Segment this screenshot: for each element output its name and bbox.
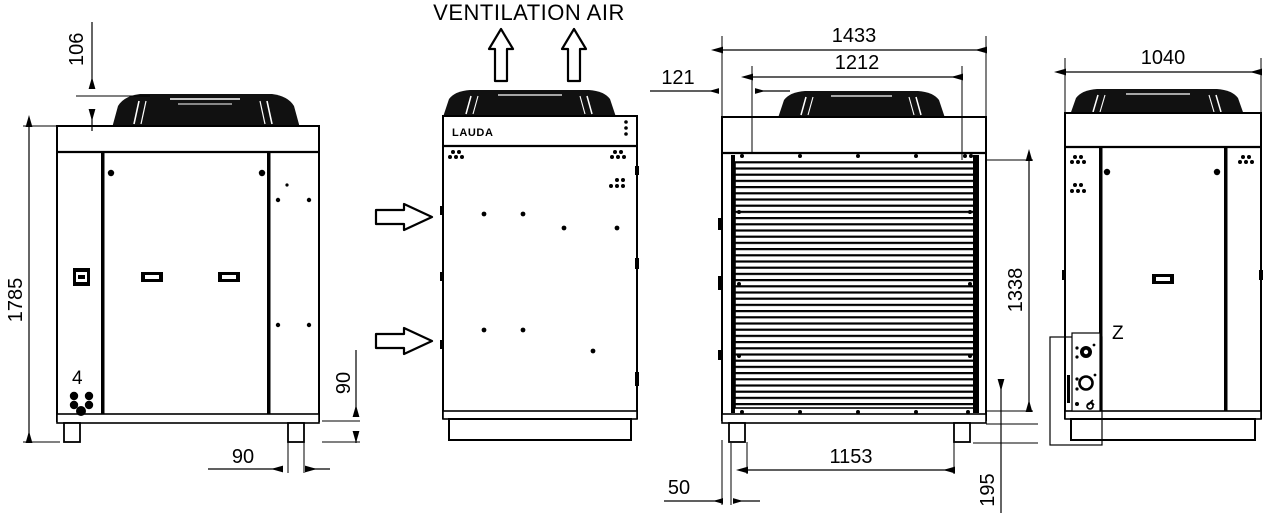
- fan-cowl-right: [1070, 89, 1244, 115]
- dimension-50: 50: [664, 440, 760, 505]
- lauda-logo-text: LAUDA: [452, 127, 494, 139]
- dimension-1785: 1785: [5, 115, 60, 443]
- dimension-1433: 1433: [711, 25, 987, 117]
- fan-cowl-front: [443, 90, 616, 117]
- connection-ports-right: [1067, 343, 1097, 410]
- dimension-90-horizontal: 90: [208, 442, 330, 473]
- edge-ticks-rear: [718, 218, 722, 360]
- ventilation-up-arrow-1: [487, 27, 515, 83]
- cabinet-body-front: [442, 115, 638, 441]
- view-left-side-elevation: 4 106 1785 90: [5, 22, 360, 473]
- panel-fasteners-left: [107, 169, 312, 328]
- dimension-106: 106: [66, 22, 150, 131]
- port-group-left: 4: [69, 368, 94, 416]
- dimension-195: 195: [973, 379, 1038, 513]
- fastener-dots-front: [448, 120, 628, 354]
- door-handle-group-left[interactable]: [141, 272, 240, 282]
- cabinet-body-left: [56, 125, 320, 443]
- door-handle-right[interactable]: [1152, 274, 1174, 284]
- dimension-106-label: 106: [66, 33, 88, 66]
- foot-rear-right: [953, 422, 971, 443]
- dimension-1338: 1338: [986, 149, 1033, 412]
- port-group-label: 4: [72, 368, 83, 389]
- dimension-90-vertical: 90: [322, 350, 360, 443]
- dimension-1785-label: 1785: [5, 278, 27, 323]
- dimension-1153: 1153: [736, 442, 955, 474]
- view-rear-condenser: 1433 1212 121 1338 1153: [650, 25, 1038, 513]
- dimension-1212: 1212: [741, 52, 963, 160]
- dimension-1212-label: 1212: [835, 52, 880, 74]
- dimension-90-horizontal-label: 90: [232, 446, 254, 468]
- fastener-dots-right: [1062, 155, 1263, 280]
- control-panel-icon-left: [73, 268, 90, 286]
- dimension-195-label: 195: [977, 473, 999, 506]
- foot-left: [63, 422, 81, 443]
- foot-rear-left: [728, 422, 746, 443]
- edge-ticks-front: [440, 166, 639, 386]
- dimension-90-vertical-label: 90: [333, 372, 355, 394]
- dimension-50-label: 50: [668, 477, 690, 499]
- dimension-1338-label: 1338: [1005, 268, 1027, 313]
- foot-right: [287, 422, 305, 443]
- dimension-121: 121: [650, 67, 790, 94]
- view-right-side-elevation: Z 1040: [1049, 47, 1263, 446]
- air-inlet-arrow-2: [374, 326, 434, 356]
- detail-marker-z: Z: [1112, 323, 1124, 344]
- dimension-1040: 1040: [1054, 47, 1262, 113]
- fan-cowl-left: [112, 94, 300, 128]
- air-inlet-arrow-1: [374, 202, 434, 232]
- view-front-airflow: VENTILATION AIR LAUDA: [374, 0, 639, 441]
- ventilation-up-arrow-2: [560, 27, 588, 83]
- condenser-coil-rear: [731, 155, 979, 413]
- dimension-121-label: 121: [661, 67, 694, 89]
- coil-fasteners-rear: [737, 154, 973, 414]
- fan-cowl-rear: [778, 91, 945, 118]
- brand-logo-front: LAUDA: [452, 127, 494, 139]
- dimension-1433-label: 1433: [832, 25, 877, 47]
- dimension-1040-label: 1040: [1141, 47, 1186, 69]
- dimension-1153-label: 1153: [829, 446, 872, 468]
- ventilation-air-title: VENTILATION AIR: [433, 0, 625, 25]
